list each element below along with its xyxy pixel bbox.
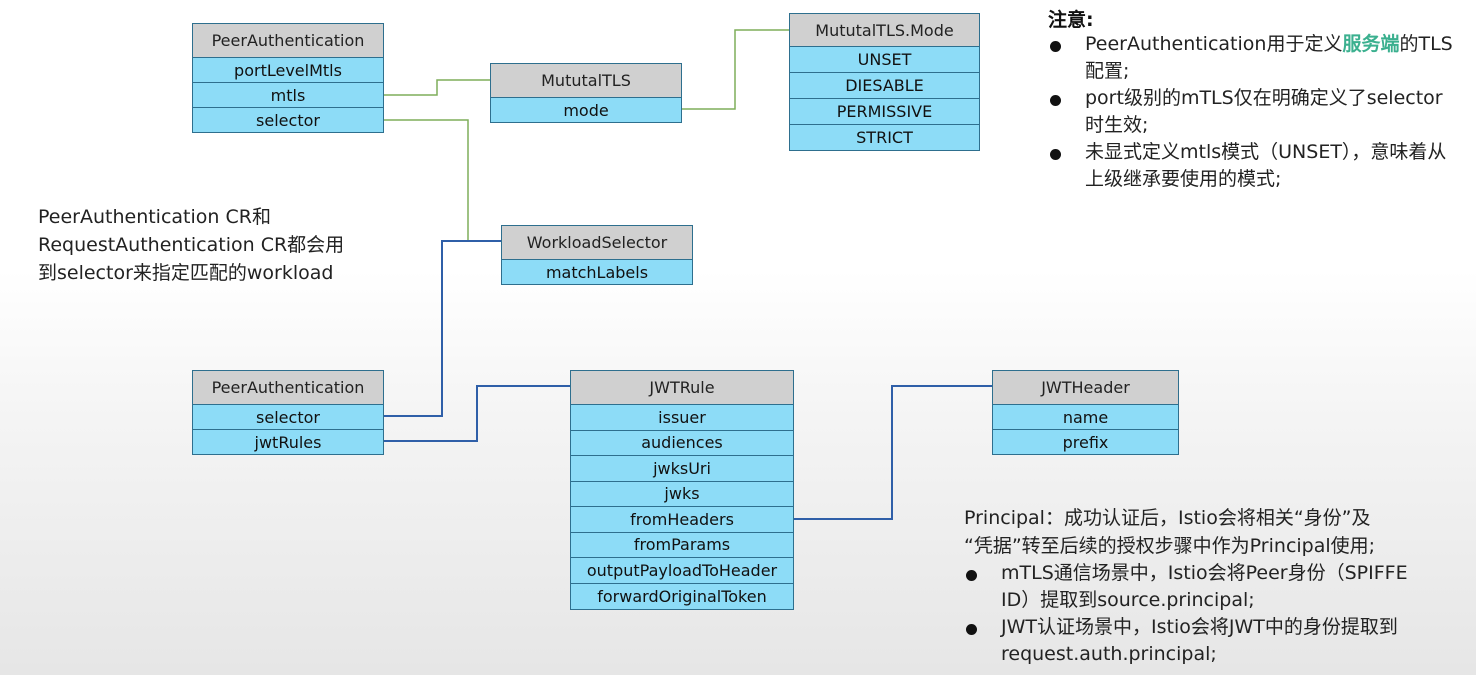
selector-note: PeerAuthentication CR和 RequestAuthentica… xyxy=(38,203,458,287)
bullet-dot-icon xyxy=(966,624,977,635)
selector-note-line-1: PeerAuthentication CR和 xyxy=(38,206,271,228)
mode-permissive: PERMISSIVE xyxy=(790,99,979,125)
workload-selector-title: WorkloadSelector xyxy=(502,226,692,260)
principal-note: Principal：成功认证后，Istio会将相关“身份”及 “凭据”转至后续的… xyxy=(964,504,1464,560)
notice-item: port级别的mTLS仅在明确定义了selector时生效; xyxy=(1048,85,1458,139)
principal-intro-line-1: Principal：成功认证后，Istio会将相关“身份”及 xyxy=(964,507,1371,529)
principal-item: mTLS通信场景中，Istio会将Peer身份（SPIFFE ID）提取到sou… xyxy=(964,560,1434,614)
bullet-dot-icon xyxy=(1050,95,1061,106)
field-selector: selector xyxy=(193,108,383,132)
principal-item: JWT认证场景中，Istio会将JWT中的身份提取到request.auth.p… xyxy=(964,614,1434,668)
field-bottom-selector: selector xyxy=(193,405,383,430)
peer-authentication-top-title: PeerAuthentication xyxy=(193,24,383,58)
mutual-tls-box: MututalTLS mode xyxy=(490,63,682,123)
field-issuer: issuer xyxy=(571,405,793,431)
workload-selector-box: WorkloadSelector matchLabels xyxy=(501,225,693,285)
field-jwtrules: jwtRules xyxy=(193,430,383,454)
peer-authentication-top-box: PeerAuthentication portLevelMtls mtls se… xyxy=(192,23,384,133)
field-mtls: mtls xyxy=(193,83,383,108)
peer-authentication-bottom-box: PeerAuthentication selector jwtRules xyxy=(192,370,384,455)
connector-bottom-selector-to-workloadselector xyxy=(384,240,501,417)
mode-strict: STRICT xyxy=(790,125,979,150)
field-fromheaders: fromHeaders xyxy=(571,507,793,533)
field-fromparams: fromParams xyxy=(571,532,793,558)
jwt-rule-title: JWTRule xyxy=(571,371,793,405)
bullet-dot-icon xyxy=(1050,149,1061,160)
jwt-rule-box: JWTRule issuer audiences jwksUri jwks fr… xyxy=(570,370,794,610)
mode-diesable: DIESABLE xyxy=(790,73,979,99)
notice-list: PeerAuthentication用于定义服务端的TLS配置; port级别的… xyxy=(1048,31,1458,193)
field-jwksuri: jwksUri xyxy=(571,456,793,482)
connector-fromheaders-to-jwtheader xyxy=(794,385,992,520)
field-name: name xyxy=(993,405,1178,430)
peer-authentication-bottom-title: PeerAuthentication xyxy=(193,371,383,405)
notice-item: 未显式定义mtls模式（UNSET），意味着从上级继承要使用的模式; xyxy=(1048,139,1458,193)
field-matchlabels: matchLabels xyxy=(502,260,692,284)
field-prefix: prefix xyxy=(993,430,1178,454)
selector-note-line-2: RequestAuthentication CR都会用 xyxy=(38,234,345,256)
mutual-tls-mode-title: MututalTLS.Mode xyxy=(790,14,979,47)
bullet-dot-icon xyxy=(966,570,977,581)
notice-item: PeerAuthentication用于定义服务端的TLS配置; xyxy=(1048,31,1458,85)
mutual-tls-title: MututalTLS xyxy=(491,64,681,98)
notice-title: 注意: xyxy=(1048,9,1094,31)
jwt-header-box: JWTHeader name prefix xyxy=(992,370,1179,455)
connector-jwtrules-to-jwtrule xyxy=(384,385,570,442)
principal-intro-line-2: “凭据”转至后续的授权步骤中作为Principal使用; xyxy=(964,535,1376,557)
field-jwks: jwks xyxy=(571,481,793,507)
mode-unset: UNSET xyxy=(790,47,979,73)
field-portlevelmtls: portLevelMtls xyxy=(193,58,383,83)
connector-mtls-to-mutualtls xyxy=(384,79,490,96)
principal-list: mTLS通信场景中，Istio会将Peer身份（SPIFFE ID）提取到sou… xyxy=(964,560,1434,668)
bullet-dot-icon xyxy=(1050,41,1061,52)
field-mode: mode xyxy=(491,98,681,122)
field-audiences: audiences xyxy=(571,430,793,456)
field-forwardoriginaltoken: forwardOriginalToken xyxy=(571,583,793,609)
connector-mode-to-tlsmode xyxy=(682,29,789,110)
jwt-header-title: JWTHeader xyxy=(993,371,1178,405)
selector-note-line-3: 到selector来指定匹配的workload xyxy=(38,262,334,284)
notice-accent: 服务端 xyxy=(1342,33,1400,55)
field-outputpayloadtoheader: outputPayloadToHeader xyxy=(571,558,793,584)
mutual-tls-mode-box: MututalTLS.Mode UNSET DIESABLE PERMISSIV… xyxy=(789,13,980,151)
